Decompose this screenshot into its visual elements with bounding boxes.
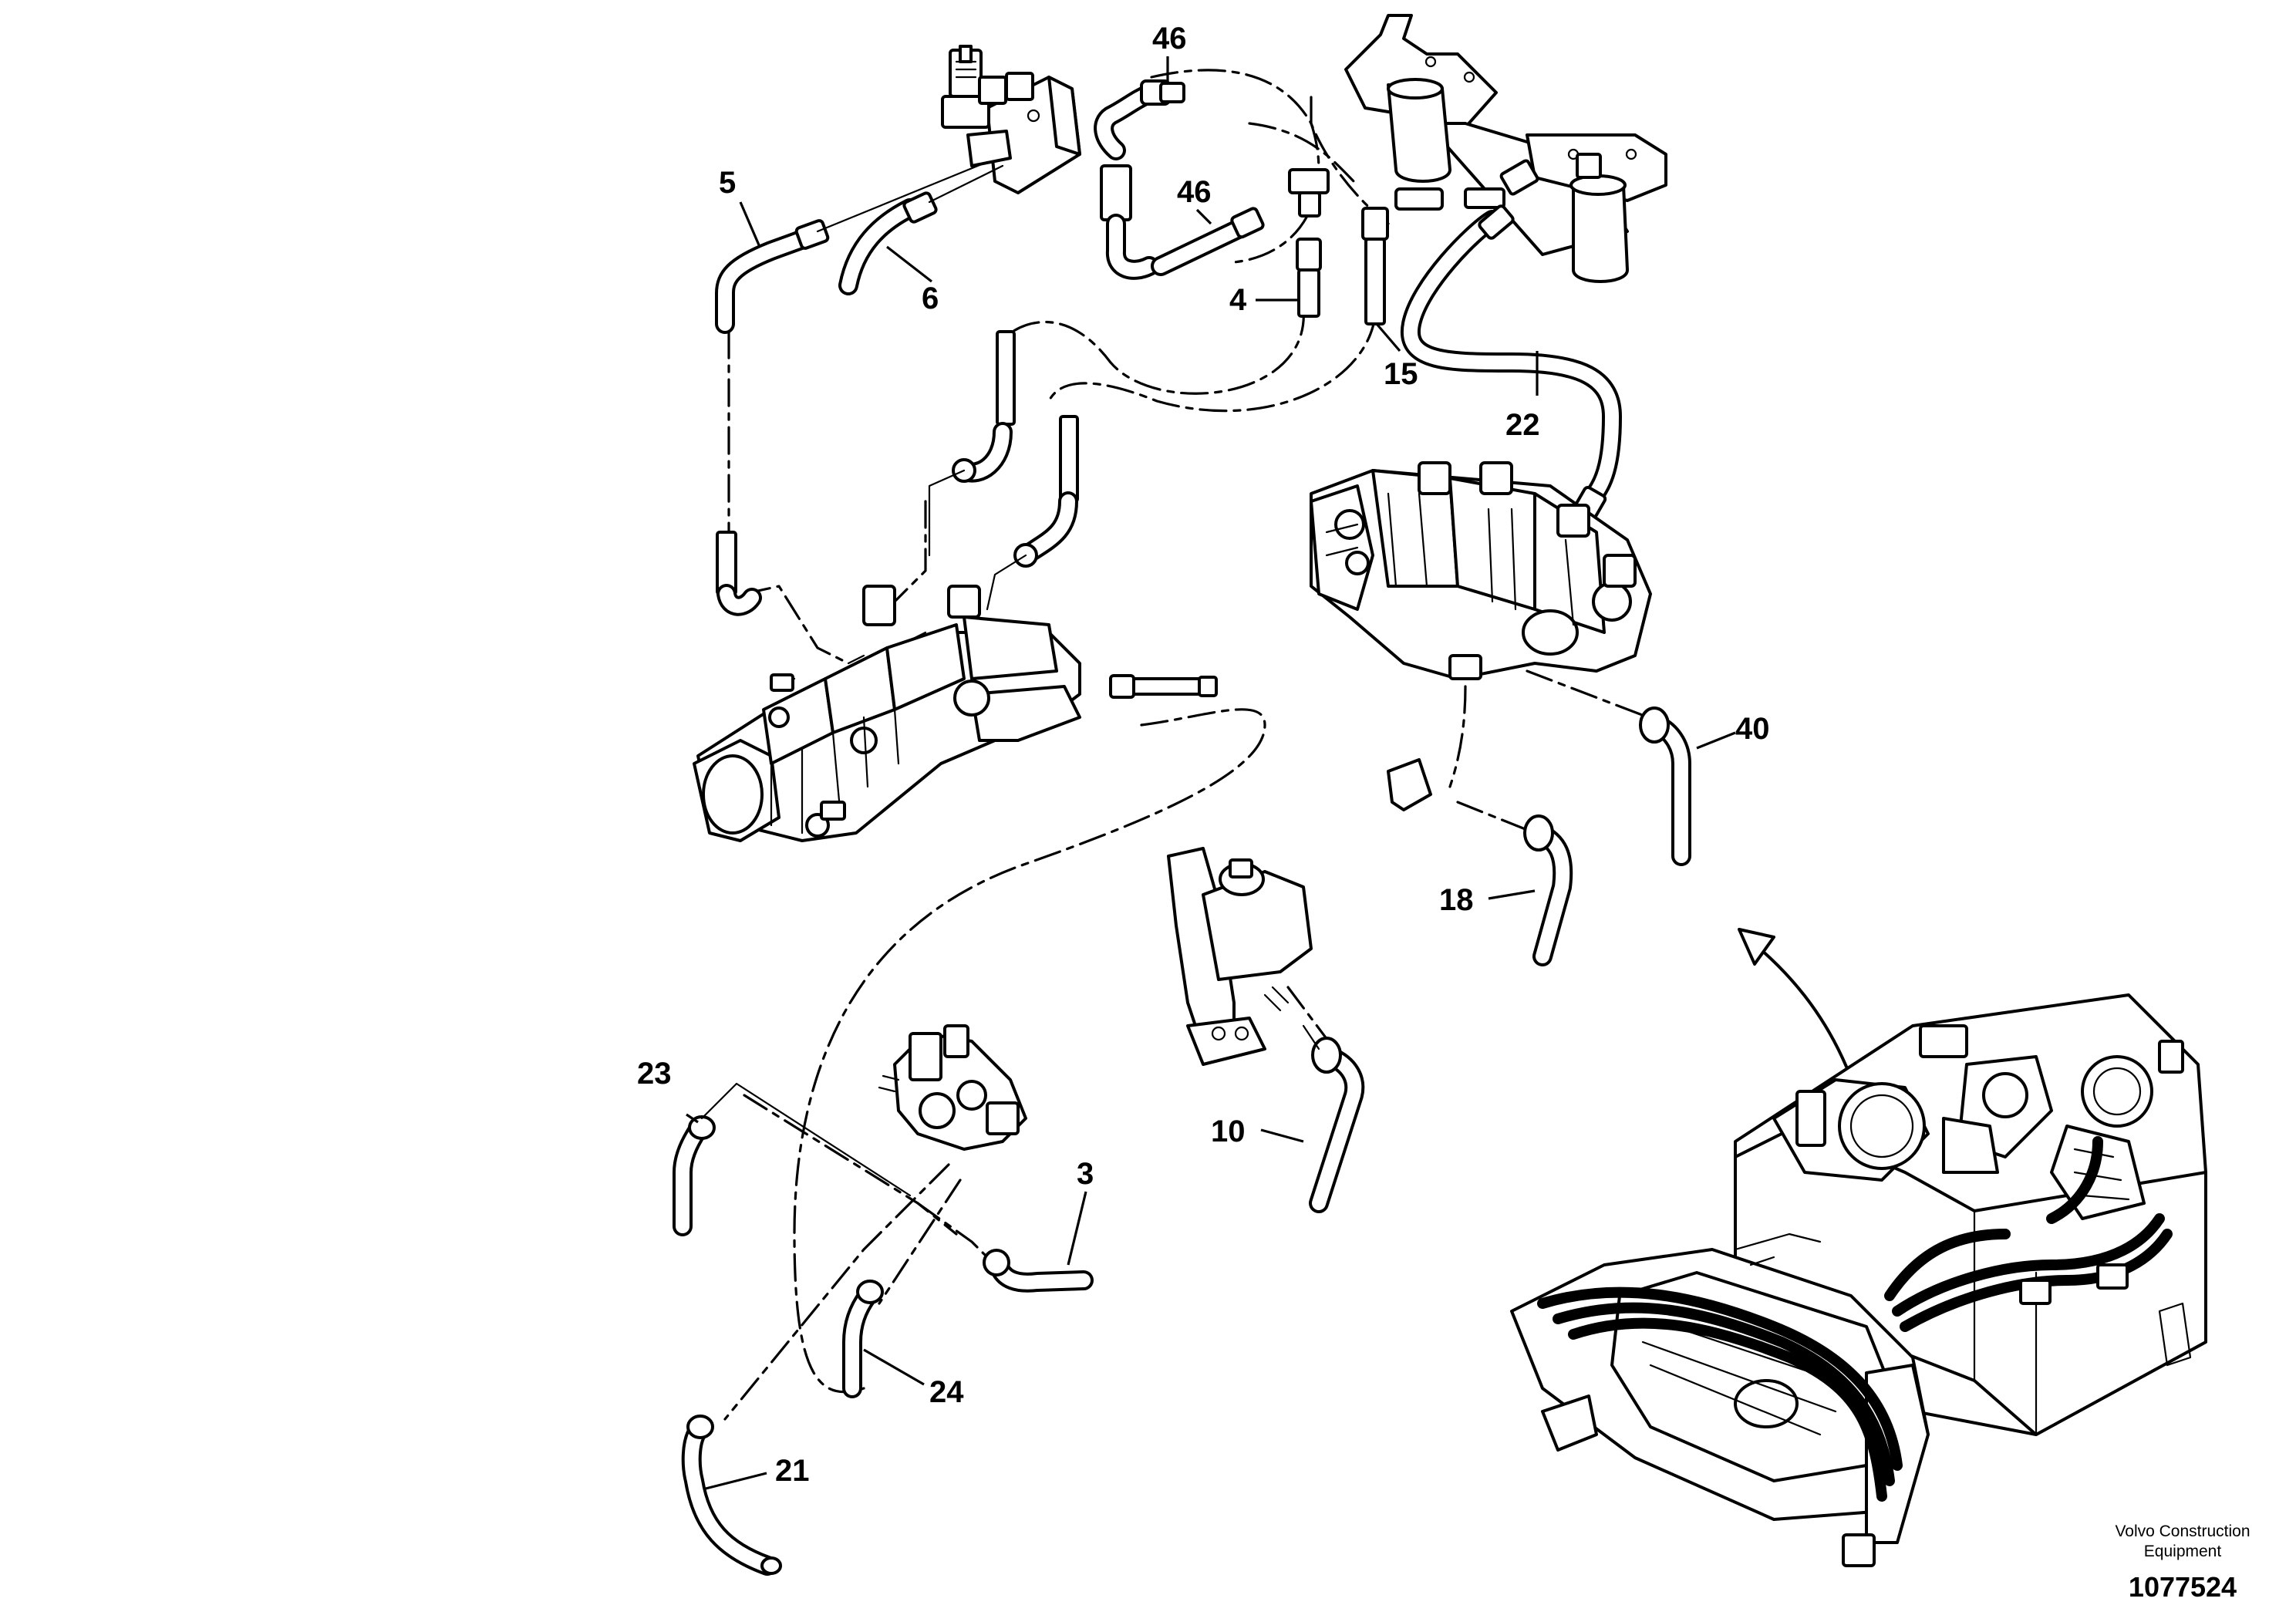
valve-block-top-left	[941, 45, 1081, 194]
callout-21: 21	[775, 1454, 810, 1488]
callout-4: 4	[1229, 283, 1247, 317]
hose-24	[842, 1280, 884, 1398]
callout-15: 15	[1384, 357, 1418, 391]
hose-5	[715, 160, 989, 334]
callout-labels: 46 5 46 6 4 15 22 40 18 23 10 3 24 21	[637, 22, 1770, 1488]
document-number: 1077524	[2129, 1571, 2237, 1603]
hose-6	[838, 164, 1004, 295]
callout-23: 23	[637, 1057, 672, 1091]
filter-bracket-assembly	[1344, 14, 1667, 283]
leader-lines	[686, 56, 1736, 1490]
hose-3	[983, 1249, 1094, 1293]
callout-5: 5	[719, 166, 736, 200]
company-name-line1: Volvo Construction	[2115, 1523, 2250, 1540]
hose-22	[1400, 204, 1622, 524]
valve-block-lower-left	[878, 1024, 1027, 1151]
hose-18	[1387, 758, 1573, 966]
callout-24: 24	[929, 1375, 964, 1409]
callout-10: 10	[1211, 1114, 1246, 1148]
hose-mid-left	[716, 330, 1079, 616]
callout-18: 18	[1439, 883, 1474, 917]
callout-22: 22	[1505, 408, 1540, 442]
hose-40	[1639, 706, 1691, 866]
hose-23	[673, 1082, 912, 1236]
machine-overview-view	[1510, 993, 2207, 1567]
hydraulic-pump-right	[1310, 461, 1652, 680]
hose-left-pump-out	[1109, 674, 1218, 699]
callout-40: 40	[1735, 712, 1770, 746]
footer-credit: Volvo Construction Equipment 1077524	[2115, 1523, 2250, 1603]
callout-46-middle: 46	[1177, 175, 1212, 209]
company-name-line2: Equipment	[2144, 1543, 2222, 1560]
callout-3: 3	[1077, 1157, 1094, 1191]
hose-21	[681, 1415, 782, 1576]
hydraulic-pump-left	[693, 585, 1081, 842]
callout-46-top: 46	[1152, 22, 1187, 56]
callout-6: 6	[922, 282, 939, 315]
valve-assembly-center	[1167, 847, 1313, 1066]
hose-10	[1302, 1024, 1365, 1213]
hose-46-upper	[1094, 79, 1389, 325]
